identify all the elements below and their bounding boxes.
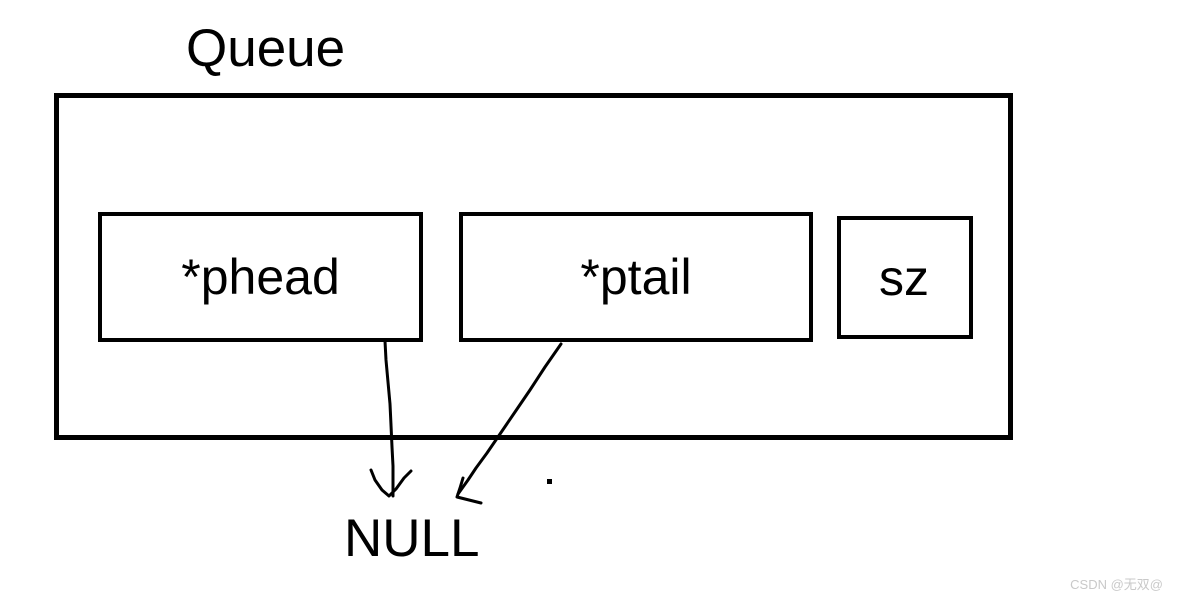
null-label: NULL — [344, 509, 480, 568]
field-ptail: *ptail — [459, 212, 813, 342]
field-sz: sz — [837, 216, 973, 339]
field-ptail-label: *ptail — [580, 249, 692, 305]
page-title: Queue — [186, 19, 346, 78]
ink-dot — [547, 479, 552, 484]
field-phead: *phead — [98, 212, 423, 342]
field-sz-label: sz — [879, 249, 929, 306]
field-phead-label: *phead — [181, 249, 340, 305]
watermark: CSDN @无双@ — [1070, 577, 1163, 592]
